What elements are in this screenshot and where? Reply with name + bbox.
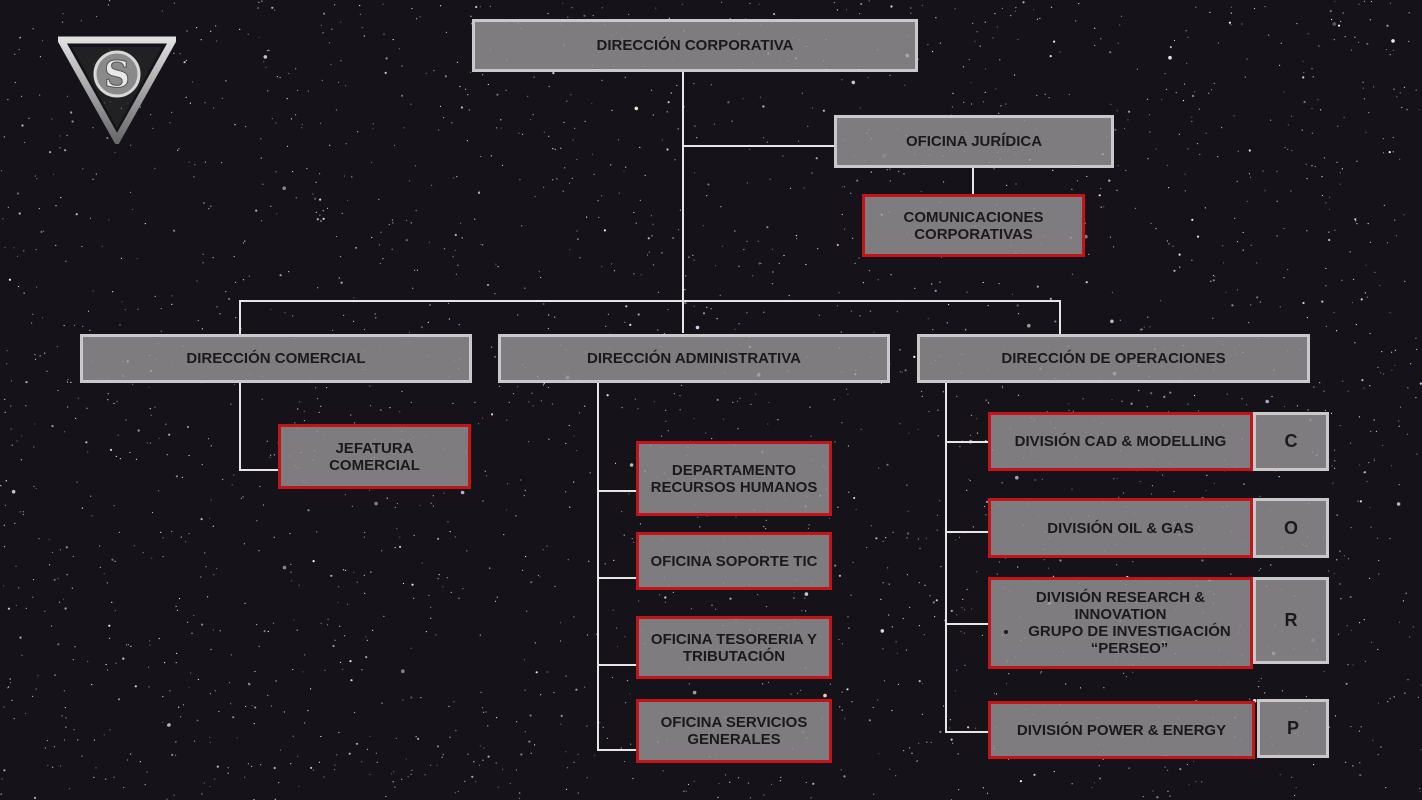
node-label: DIRECCIÓN CORPORATIVA [596,37,794,54]
node-oficina-servicios-generales: OFICINA SERVICIOS GENERALES [636,699,832,763]
node-division-cad: DIVISIÓN CAD & MODELLING [988,412,1253,471]
logo-letter: S [104,54,130,96]
node-oficina-juridica: OFICINA JURÍDICA [834,115,1114,168]
badge-letter: C [1284,431,1298,451]
node-label: DIVISIÓN POWER & ENERGY [1016,721,1227,739]
node-label: DIVISIÓN OIL & GAS [1047,519,1194,537]
connector [972,167,974,195]
node-departamento-rrhh: DEPARTAMENTO RECURSOS HUMANOS [636,441,832,516]
node-oficina-tesoreria: OFICINA TESORERIA Y TRIBUTACIÓN [636,616,832,679]
node-jefatura-comercial: JEFATURA COMERCIAL [278,424,471,489]
node-label: DIRECCIÓN COMERCIAL [186,350,366,367]
node-direccion-operaciones: DIRECCIÓN DE OPERACIONES [917,334,1310,383]
node-label: OFICINA TESORERIA Y TRIBUTACIÓN [650,630,818,665]
node-label: OFICINA SOPORTE TIC [650,552,818,570]
connector [239,469,279,471]
node-label: DIRECCIÓN DE OPERACIONES [1001,350,1226,367]
division-letter-badge: O [1253,498,1329,558]
company-logo: S [58,36,176,144]
node-oficina-soporte-tic: OFICINA SOPORTE TIC [636,532,832,590]
division-letter-badge: P [1257,699,1329,758]
node-label: COMUNICACIONES CORPORATIVAS [903,208,1044,243]
connector [945,531,989,533]
division-letter-badge: C [1253,412,1329,471]
connector [945,441,989,443]
connector [682,145,835,147]
badge-letter: R [1284,610,1298,630]
connector [597,664,637,666]
node-label: OFICINA JURÍDICA [905,133,1043,150]
node-direccion-administrativa: DIRECCIÓN ADMINISTRATIVA [498,334,890,383]
badge-letter: P [1286,718,1299,738]
node-label: DIVISIÓN CAD & MODELLING [1014,433,1227,450]
connector [945,731,989,733]
badge-letter: O [1283,517,1298,538]
connector [239,300,1061,302]
connector [1059,300,1061,335]
connector [597,490,637,492]
node-label: DIRECCIÓN ADMINISTRATIVA [587,350,801,367]
connector [239,382,241,470]
connector [945,623,989,625]
node-label: DIVISIÓN RESEARCH & INNOVATION [1035,589,1206,623]
connector [682,71,684,333]
node-division-power-energy: DIVISIÓN POWER & ENERGY [988,701,1255,759]
node-division-oil-gas: DIVISIÓN OIL & GAS [988,498,1253,558]
sub-unit-perseo: GRUPO DE INVESTIGACIÓN “PERSEO” [1019,623,1240,657]
connector [239,300,241,335]
division-letter-badge: R [1253,577,1329,664]
sub-unit-list: GRUPO DE INVESTIGACIÓN “PERSEO” [1001,623,1240,657]
connector [597,577,637,579]
connector [597,382,599,750]
node-label: DEPARTAMENTO RECURSOS HUMANOS [650,461,818,496]
node-direccion-corporativa: DIRECCIÓN CORPORATIVA [472,19,918,72]
connector [945,382,947,732]
node-division-research: DIVISIÓN RESEARCH & INNOVATION GRUPO DE … [988,577,1253,669]
node-comunicaciones-corporativas: COMUNICACIONES CORPORATIVAS [862,194,1085,257]
node-direccion-comercial: DIRECCIÓN COMERCIAL [80,334,472,383]
node-label: OFICINA SERVICIOS GENERALES [660,714,808,748]
node-label: JEFATURA COMERCIAL [329,439,420,474]
connector [597,749,637,751]
